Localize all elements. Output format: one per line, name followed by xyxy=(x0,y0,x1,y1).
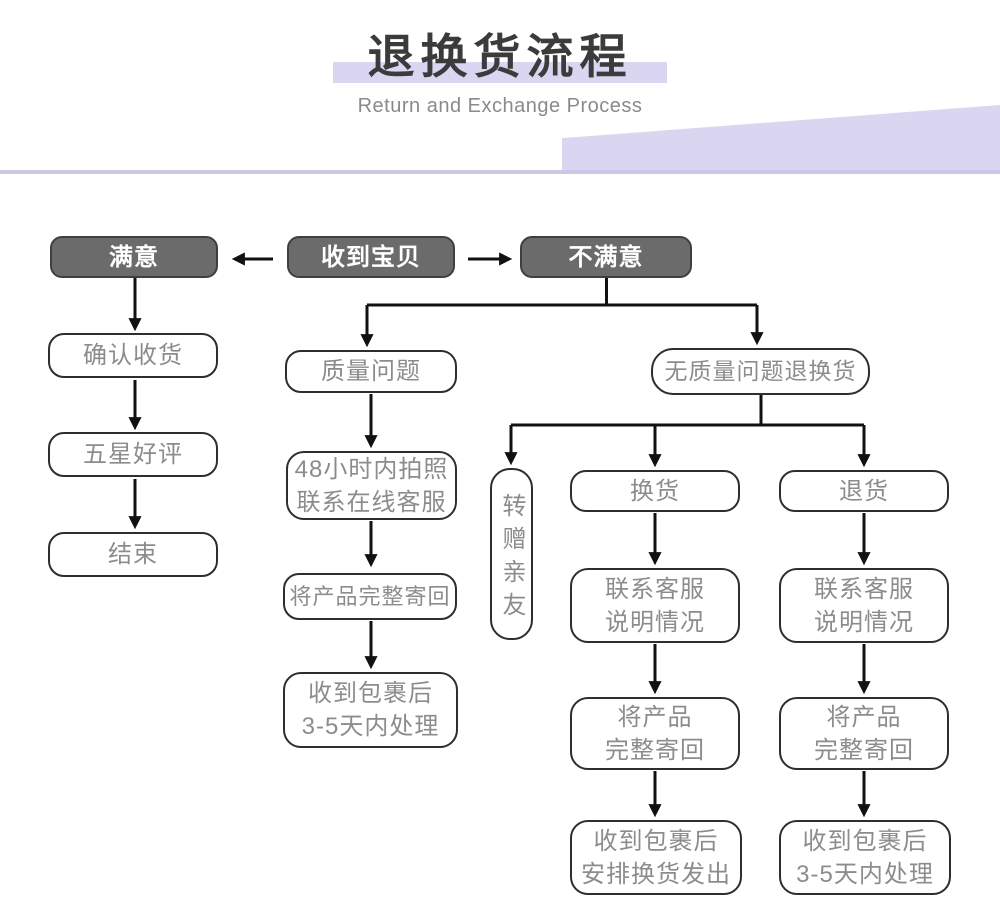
node-line: 将产品 xyxy=(826,703,902,731)
node-label: 换货 xyxy=(630,477,680,505)
node-exchange: 换货 xyxy=(570,470,740,512)
node-contact-service-refund: 联系客服 说明情况 xyxy=(779,568,949,643)
node-line: 完整寄回 xyxy=(814,736,914,764)
node-gift-to-friends: 转赠亲友 xyxy=(490,468,533,640)
node-received: 收到宝贝 xyxy=(287,236,455,278)
node-line: 3-5天内处理 xyxy=(796,860,934,888)
node-label: 将产品完整寄回 xyxy=(289,584,451,609)
node-five-star-review: 五星好评 xyxy=(48,432,218,477)
node-line: 收到包裹后 xyxy=(802,827,928,855)
page-subtitle: Return and Exchange Process xyxy=(357,95,643,117)
node-refund: 退货 xyxy=(779,470,949,512)
node-photo-48h-contact-service: 48小时内拍照 联系在线客服 xyxy=(286,451,457,520)
node-unsatisfied: 不满意 xyxy=(520,236,692,278)
node-label: 收到宝贝 xyxy=(321,243,421,271)
node-package-received-35-days: 收到包裹后 3-5天内处理 xyxy=(283,672,458,748)
node-label: 质量问题 xyxy=(321,358,421,385)
page-title: 退换货流程 xyxy=(367,30,633,83)
node-end: 结束 xyxy=(48,532,218,577)
node-no-quality-issue-return-exchange: 无质量问题退换货 xyxy=(651,348,870,395)
node-line: 3-5天内处理 xyxy=(301,713,440,740)
node-send-back-exchange: 将产品 完整寄回 xyxy=(570,697,740,770)
node-satisfied: 满意 xyxy=(50,236,218,278)
node-line: 联系客服 xyxy=(605,575,705,603)
node-label: 退货 xyxy=(839,477,889,505)
node-line: 联系在线客服 xyxy=(296,488,447,516)
node-line: 将产品 xyxy=(617,703,693,731)
node-label: 不满意 xyxy=(568,243,644,271)
node-package-received-35-days-refund: 收到包裹后 3-5天内处理 xyxy=(779,820,951,895)
node-label: 结束 xyxy=(108,541,158,568)
node-line: 说明情况 xyxy=(605,608,705,636)
node-line: 安排换货发出 xyxy=(581,860,731,888)
node-send-product-back-full: 将产品完整寄回 xyxy=(283,573,457,620)
node-line: 收到包裹后 xyxy=(593,827,719,855)
node-line: 说明情况 xyxy=(814,608,914,636)
node-label: 满意 xyxy=(109,243,159,271)
node-confirm-receipt: 确认收货 xyxy=(48,333,218,378)
node-line: 收到包裹后 xyxy=(308,680,433,707)
node-send-back-refund: 将产品 完整寄回 xyxy=(779,697,949,770)
node-line: 联系客服 xyxy=(814,575,914,603)
node-line: 完整寄回 xyxy=(605,736,705,764)
node-label: 转赠亲友 xyxy=(498,493,525,625)
node-quality-issue: 质量问题 xyxy=(285,350,457,393)
title-highlight-bar xyxy=(333,62,667,83)
node-line: 48小时内拍照 xyxy=(294,455,449,483)
decorative-line xyxy=(0,170,1000,174)
node-contact-service-exchange: 联系客服 说明情况 xyxy=(570,568,740,643)
node-label: 无质量问题退换货 xyxy=(664,358,857,384)
node-package-received-dispatch-exchange: 收到包裹后 安排换货发出 xyxy=(570,820,742,895)
node-label: 确认收货 xyxy=(83,342,183,369)
node-label: 五星好评 xyxy=(83,441,183,468)
